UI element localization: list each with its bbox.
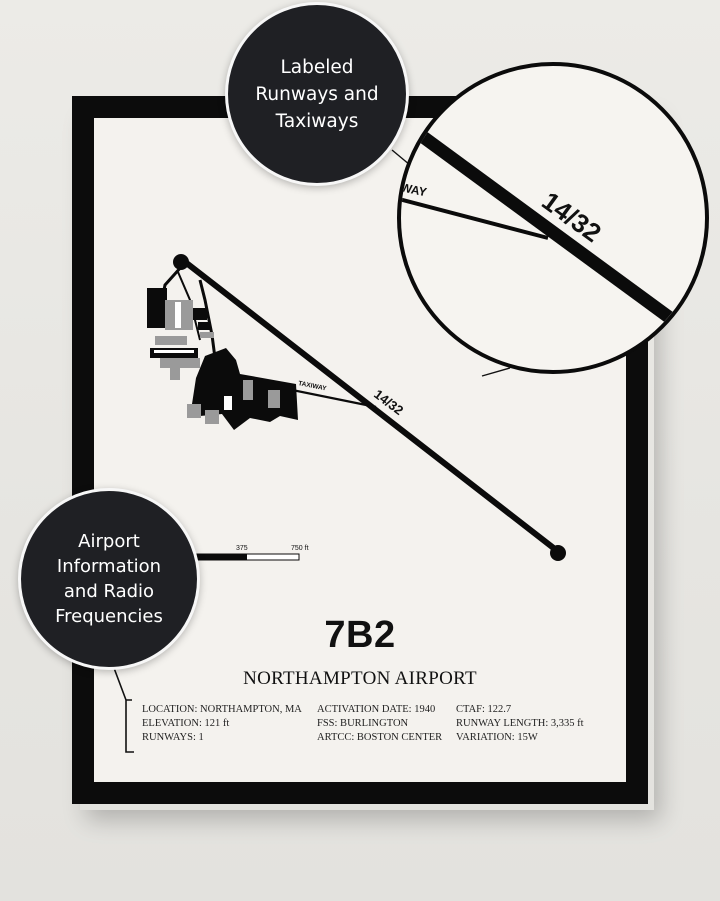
info-location: LOCATION: NORTHAMPTON, MA: [142, 704, 302, 715]
scale-label-end: 750 ft: [291, 545, 309, 552]
airport-code: 7B2: [324, 614, 396, 656]
info-column-1: LOCATION: NORTHAMPTON, MA ELEVATION: 121…: [142, 703, 302, 745]
info-activation-date: ACTIVATION DATE: 1940: [317, 704, 436, 715]
info-artcc: ARTCC: BOSTON CENTER: [317, 732, 443, 743]
runway-end-south: [550, 545, 566, 561]
callout-runways-text: Labeled Runways and Taxiways: [255, 56, 379, 132]
info-ctaf: CTAF: 122.7: [456, 704, 512, 715]
callout-info-text: Airport Information and Radio Frequencie…: [55, 531, 163, 627]
pointer-line-zoom: [481, 367, 511, 377]
building-cluster: [147, 288, 298, 430]
zoom-taxiway: [401, 196, 549, 240]
pointer-line-top: [391, 149, 411, 166]
callout-runways-bubble: Labeled Runways and Taxiways: [225, 2, 409, 186]
zoom-taxiway-label: WAY: [399, 180, 428, 199]
info-column-3: CTAF: 122.7 RUNWAY LENGTH: 3,335 ft VARI…: [456, 703, 584, 745]
scale-bar: 375 750 ft: [194, 545, 309, 561]
info-fss: FSS: BURLINGTON: [317, 718, 409, 729]
info-variation: VARIATION: 15W: [456, 732, 538, 743]
info-bracket: [113, 667, 134, 753]
info-column-2: ACTIVATION DATE: 1940 FSS: BURLINGTON AR…: [317, 703, 442, 745]
zoom-runway: [401, 114, 704, 346]
info-runway-length: RUNWAY LENGTH: 3,335 ft: [456, 718, 584, 729]
scale-label-mid: 375: [236, 545, 248, 552]
info-elevation: ELEVATION: 121 ft: [142, 718, 230, 729]
airport-name: NORTHAMPTON AIRPORT: [243, 668, 477, 689]
taxiway-label: TAXIWAY: [298, 380, 328, 392]
runway-end-north: [173, 254, 189, 270]
callout-info-bubble: Airport Information and Radio Frequencie…: [18, 488, 200, 670]
info-runways: RUNWAYS: 1: [142, 732, 204, 743]
